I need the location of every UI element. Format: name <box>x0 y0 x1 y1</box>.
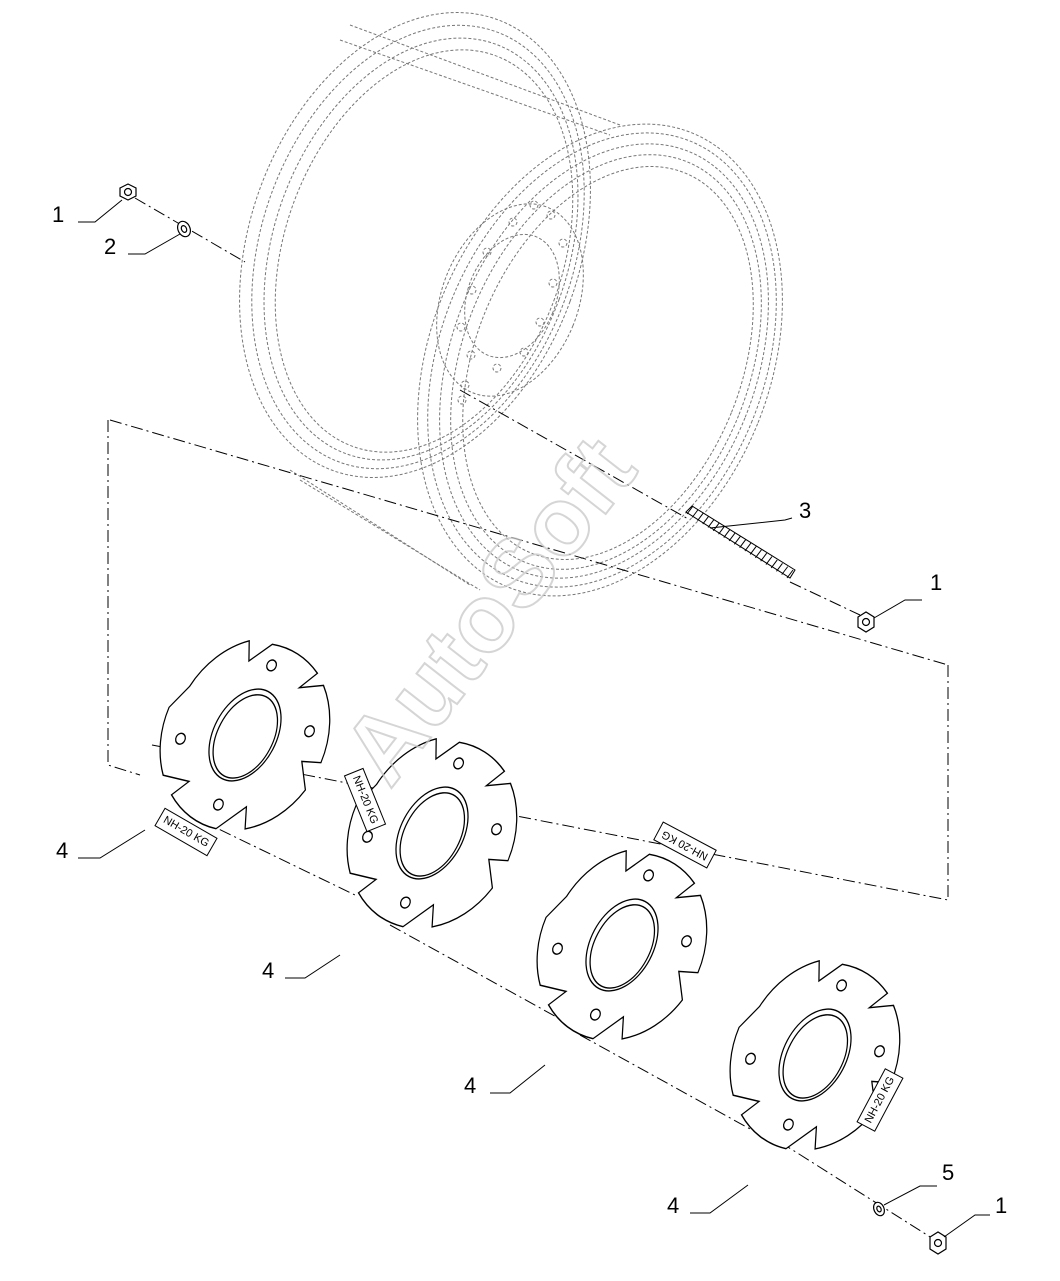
callout-label: 2 <box>104 234 116 259</box>
weight-plate <box>346 737 518 928</box>
nut-icon <box>857 611 875 633</box>
stud-thread-mark <box>728 532 736 542</box>
callout-label: 1 <box>52 202 64 227</box>
stud-thread-mark <box>776 562 783 572</box>
stud-thread-mark <box>697 512 704 522</box>
stud-thread-mark <box>686 505 694 515</box>
weight-plate <box>536 849 708 1040</box>
nut-icon <box>119 183 137 201</box>
lock-washer-icon <box>872 1201 886 1217</box>
callout-label: 1 <box>995 1193 1007 1218</box>
callout-label: 4 <box>667 1193 679 1218</box>
stud-thread-mark <box>749 546 757 555</box>
threaded-stud <box>685 505 796 579</box>
leader-lines <box>78 199 990 1238</box>
stud-thread-mark <box>765 556 773 565</box>
callout-label: 4 <box>262 958 274 983</box>
nut-icon <box>929 1231 947 1255</box>
stud-thread-mark <box>744 542 752 552</box>
callout-label: 3 <box>799 498 811 523</box>
stud-thread-mark <box>718 525 725 535</box>
callout-label: 5 <box>942 1160 954 1185</box>
stud-thread-mark <box>770 559 778 569</box>
stud-thread-mark <box>755 549 762 559</box>
weight-plate <box>159 639 331 830</box>
stud-thread-mark <box>786 569 794 579</box>
stud-thread-mark <box>739 539 747 548</box>
callout-label: 4 <box>464 1073 476 1098</box>
stud-thread-mark <box>781 566 789 575</box>
stud-thread-mark <box>707 519 715 528</box>
stud-thread-mark <box>723 529 731 538</box>
callout-label: 4 <box>56 838 68 863</box>
stud-thread-mark <box>702 515 710 525</box>
wheel-rim <box>239 12 783 597</box>
stud-thread-mark <box>691 509 699 518</box>
stud-thread-mark <box>760 552 768 562</box>
stud-thread-mark <box>733 536 741 545</box>
watermark-text: AutoSoft <box>322 418 656 803</box>
weight-plate <box>729 959 901 1150</box>
callout-label: 1 <box>930 570 942 595</box>
washer-icon <box>176 220 192 238</box>
